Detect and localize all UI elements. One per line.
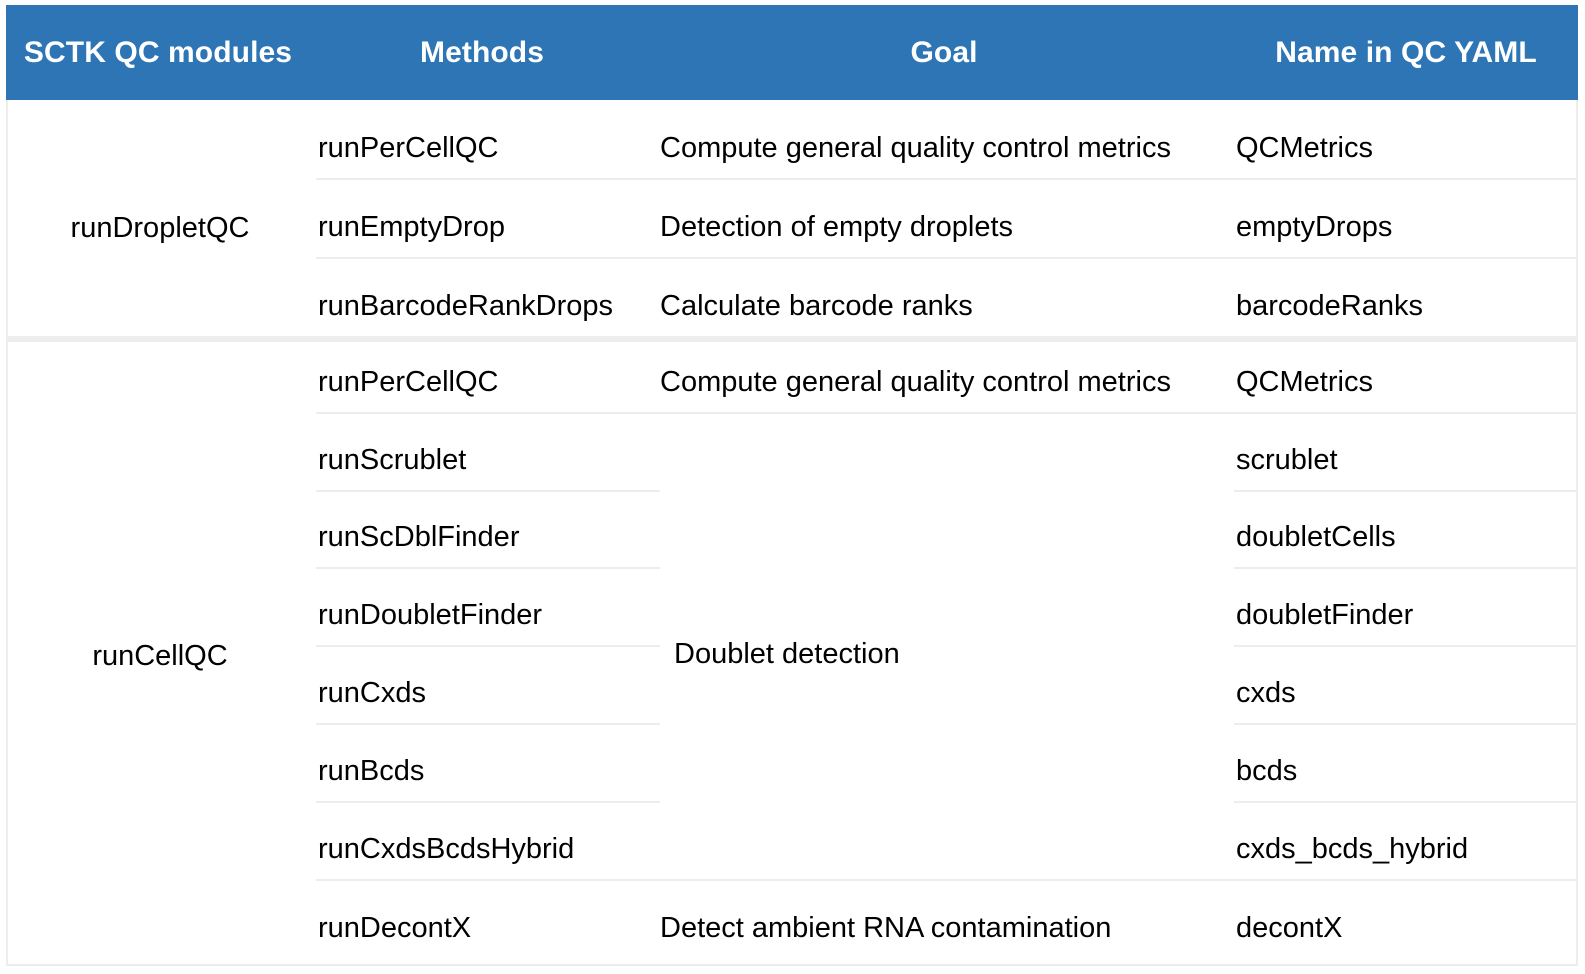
row-divider (316, 178, 660, 180)
group-label-runcellqc: runCellQC (92, 640, 228, 672)
table-row: cxds (1236, 677, 1296, 709)
row-divider (1234, 801, 1576, 803)
table-row: runScrublet (318, 444, 467, 476)
row-divider (316, 723, 660, 725)
table-row: barcodeRanks (1236, 290, 1423, 322)
table-row: scrublet (1236, 444, 1338, 476)
table-row: runScDblFinder (318, 521, 520, 553)
column-header-sctk-qc-modules: SCTK QC modules (23, 36, 293, 69)
table-row: runCxdsBcdsHybrid (318, 833, 575, 865)
table-row: QCMetrics (1236, 366, 1373, 398)
table-row: runDecontX (318, 912, 472, 944)
row-divider (1234, 645, 1576, 647)
row-divider (660, 178, 1576, 180)
table-row: emptyDrops (1236, 211, 1393, 243)
group-divider (8, 336, 1576, 342)
table-row: Calculate barcode ranks (660, 290, 973, 322)
table-body: runDropletQC runPerCellQC Compute genera… (6, 100, 1578, 966)
column-header-goal: Goal (910, 36, 978, 69)
table-row: doubletCells (1236, 521, 1396, 553)
table-row: runDoubletFinder (318, 599, 543, 631)
table-row: runEmptyDrop (318, 211, 505, 243)
table-row: decontX (1236, 912, 1343, 944)
group-label-rundropletqc: runDropletQC (70, 212, 250, 244)
table-row: runBcds (318, 755, 425, 787)
column-header-methods: Methods (419, 36, 545, 69)
row-divider (1234, 490, 1576, 492)
table-row: runPerCellQC (318, 132, 499, 164)
row-divider (316, 801, 660, 803)
row-divider (660, 412, 1576, 414)
table-row: QCMetrics (1236, 132, 1373, 164)
table-row: doubletFinder (1236, 599, 1414, 631)
table-header-row: SCTK QC modules Methods Goal Name in QC … (6, 5, 1578, 100)
qc-modules-table: SCTK QC modules Methods Goal Name in QC … (6, 5, 1578, 966)
table-row: bcds (1236, 755, 1298, 787)
table-row: runBarcodeRankDrops (318, 290, 613, 322)
row-divider (1234, 567, 1576, 569)
merged-goal-doublet-detection: Doublet detection (674, 638, 900, 670)
row-divider (660, 257, 1576, 259)
row-divider (316, 879, 1576, 881)
row-divider (316, 257, 660, 259)
table-row: runCxds (318, 677, 426, 709)
table-row: Detect ambient RNA contamination (660, 912, 1112, 944)
row-divider (1234, 723, 1576, 725)
table-row: runPerCellQC (318, 366, 499, 398)
row-divider (316, 412, 660, 414)
table-row: cxds_bcds_hybrid (1236, 833, 1469, 865)
row-divider (316, 567, 660, 569)
table-row: Detection of empty droplets (660, 211, 1014, 243)
table-row: Compute general quality control metrics (660, 132, 1171, 164)
table-row: Compute general quality control metrics (660, 366, 1171, 398)
row-divider (316, 645, 660, 647)
row-divider (316, 490, 660, 492)
column-header-name-in-qc-yaml: Name in QC YAML (1275, 36, 1537, 69)
